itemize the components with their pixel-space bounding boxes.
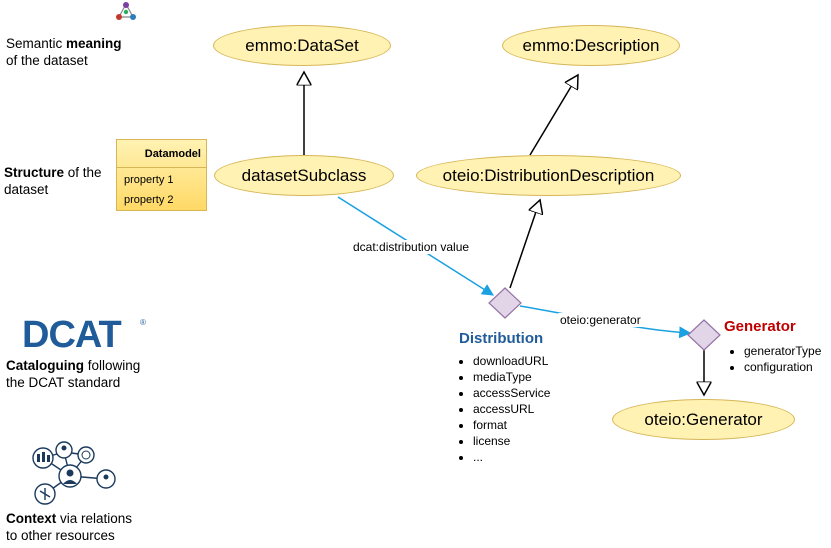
dcat-logo-text: DCAT: [22, 315, 122, 355]
distdesc-to-description-edge: [529, 75, 578, 156]
distribution-property: mediaType: [473, 369, 550, 385]
datamodel-title: Datamodel: [117, 140, 206, 168]
dcat-logo-graphic: DCAT ®: [22, 314, 146, 356]
node-emmo-description[interactable]: emmo:Description: [502, 25, 680, 66]
datamodel-box[interactable]: Datamodel property 1 property 2: [116, 139, 207, 211]
distribution-title: Distribution: [459, 330, 544, 347]
distribution-property: format: [473, 417, 550, 433]
semantic-meaning-caption: Semantic meaning of the dataset: [6, 35, 122, 69]
generator-property: configuration: [744, 359, 821, 375]
caption-text: dataset: [4, 182, 49, 197]
distribution-diamond[interactable]: [488, 287, 522, 319]
datamodel-property-1: property 1: [124, 174, 174, 186]
distribution-property: license: [473, 433, 550, 449]
caption-text: via relations: [56, 511, 133, 526]
node-emmo-dataset[interactable]: emmo:DataSet: [213, 25, 391, 66]
caption-text: of the dataset: [6, 53, 88, 68]
caption-bold: Cataloguing: [6, 358, 84, 373]
caption-bold: meaning: [66, 36, 122, 51]
emmo-logo-icon: [116, 2, 136, 20]
structure-caption: Structure of the dataset: [4, 164, 102, 198]
generator-property: generatorType: [744, 343, 821, 359]
caption-text: the DCAT standard: [6, 375, 121, 390]
node-oteio-generator[interactable]: oteio:Generator: [612, 399, 795, 440]
network-context-icon: [32, 441, 116, 505]
caption-bold: Structure: [4, 165, 65, 180]
distribution-property: accessURL: [473, 401, 550, 417]
node-distribution-description[interactable]: oteio:DistributionDescription: [416, 155, 681, 196]
edge-label-dcat-distribution: dcat:distribution value: [351, 240, 472, 254]
cataloguing-caption: Cataloguing following the DCAT standard: [6, 357, 140, 391]
caption-text: Semantic: [6, 36, 67, 51]
generator-title: Generator: [724, 318, 796, 335]
caption-text: to other resources: [6, 528, 115, 543]
node-dataset-subclass[interactable]: datasetSubclass: [214, 155, 394, 196]
generator-property-list: generatorType configuration: [726, 343, 821, 375]
dcat-logo-mark: ®: [140, 318, 146, 327]
dcat-logo: DCAT ®: [22, 314, 150, 360]
generator-diamond[interactable]: [687, 319, 721, 351]
context-caption: Context via relations to other resources: [6, 510, 132, 544]
distribution-to-distdesc-edge: [509, 200, 540, 289]
caption-text: of the: [64, 165, 102, 180]
edge-label-oteio-generator: oteio:generator: [558, 313, 643, 327]
distribution-property: ...: [473, 449, 550, 465]
distribution-property-list: downloadURL mediaType accessService acce…: [455, 353, 550, 465]
datamodel-property-2: property 2: [124, 194, 174, 206]
caption-bold: Context: [6, 511, 57, 526]
distribution-property: downloadURL: [473, 353, 550, 369]
caption-text: following: [84, 358, 141, 373]
distribution-property: accessService: [473, 385, 550, 401]
